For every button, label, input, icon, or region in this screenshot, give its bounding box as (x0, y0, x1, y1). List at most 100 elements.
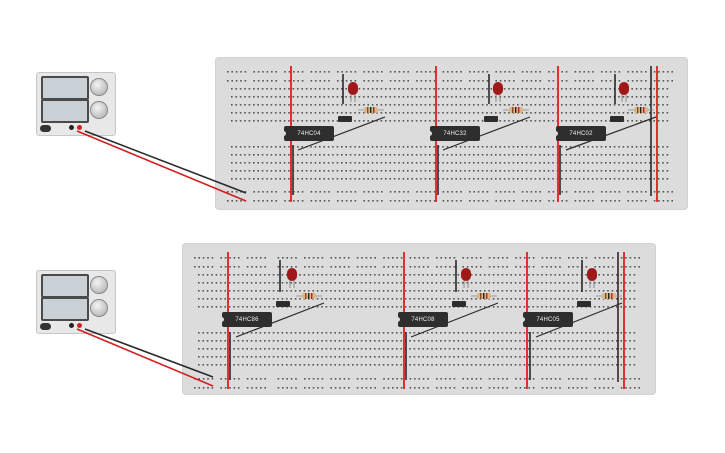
breadboard-hole (255, 282, 257, 284)
breadboard-hole (499, 146, 501, 148)
breadboard-hole (332, 178, 334, 180)
breadboard-hole (455, 96, 457, 98)
breadboard-hole (464, 104, 466, 106)
rail-hole (253, 200, 255, 202)
breadboard-hole (552, 170, 554, 172)
breadboard-hole (224, 282, 226, 284)
breadboard-hole (657, 88, 660, 90)
power-supply-2[interactable] (36, 270, 116, 334)
breadboard-hole (305, 88, 308, 90)
rail-hole (348, 257, 350, 259)
rail-hole (550, 257, 552, 259)
breadboard-hole (255, 356, 257, 358)
rail-hole (319, 191, 321, 193)
ic-chip[interactable]: 74HC04 (282, 126, 334, 141)
voltage-knob-icon[interactable] (90, 78, 108, 96)
current-display (41, 297, 89, 321)
terminal-negative-icon[interactable] (69, 323, 74, 328)
rail-hole (418, 387, 420, 389)
breadboard-hole (367, 120, 369, 122)
breadboard-hole (503, 120, 506, 122)
breadboard-hole (534, 170, 537, 172)
breadboard-hole (495, 154, 497, 156)
voltage-knob-icon[interactable] (90, 276, 108, 294)
rail-hole (455, 191, 458, 193)
breadboard-hole (437, 104, 440, 106)
breadboard-hole (539, 104, 541, 106)
breadboard-hole (624, 332, 627, 334)
breadboard-hole (382, 282, 385, 284)
rail-hole (521, 71, 524, 73)
current-knob-icon[interactable] (90, 101, 108, 119)
breadboard-hole (666, 120, 669, 122)
breadboard-hole (528, 348, 530, 350)
ic-chip[interactable]: 74HC05 (521, 312, 573, 327)
breadboard-hole (512, 178, 515, 180)
signal-wire (535, 302, 623, 338)
breadboard-hole (312, 340, 314, 342)
rail-hole (546, 257, 548, 259)
breadboard-hole (314, 154, 317, 156)
terminal-negative-icon[interactable] (69, 125, 74, 130)
ic-chip[interactable]: 74HC02 (554, 126, 606, 141)
breadboard-hole (611, 274, 614, 276)
rail-hole (444, 387, 447, 389)
breadboard-hole (539, 96, 541, 98)
chip-notch-icon (554, 131, 558, 136)
ic-chip[interactable]: 74HC08 (396, 312, 448, 327)
breadboard-hole (319, 154, 321, 156)
breadboard-hole (464, 112, 466, 114)
breadboard-hole (382, 306, 385, 308)
breadboard-hole (446, 162, 449, 164)
breadboard-hole (299, 332, 301, 334)
signal-wire (565, 116, 657, 151)
breadboard-hole (525, 170, 528, 172)
breadboard-hole (398, 96, 400, 98)
terminal-positive-icon[interactable] (77, 125, 82, 130)
breadboard-hole (547, 104, 550, 106)
rail-hole (398, 200, 401, 202)
breadboard-hole (294, 306, 297, 308)
breadboard-hole (266, 120, 268, 122)
breadboard-hole (484, 290, 486, 292)
breadboard-hole (422, 282, 424, 284)
breadboard-hole (257, 162, 259, 164)
terminal-positive-icon[interactable] (77, 323, 82, 328)
rail-hole (407, 80, 409, 82)
breadboard-hole (305, 120, 308, 122)
breadboard-hole (316, 340, 319, 342)
ic-chip[interactable]: 74HC32 (428, 126, 480, 141)
breadboard-hole (519, 348, 521, 350)
breadboard-hole (367, 162, 369, 164)
breadboard-hole (288, 120, 290, 122)
breadboard-hole (602, 356, 605, 358)
breadboard-hole (308, 340, 310, 342)
breadboard-hole (211, 282, 213, 284)
rail-hole (444, 266, 447, 268)
breadboard-hole (490, 178, 493, 180)
power-supply-1[interactable] (36, 72, 116, 136)
breadboard-hole (572, 356, 574, 358)
breadboard-hole (455, 146, 457, 148)
rail-hole (321, 387, 324, 389)
current-knob-icon[interactable] (90, 299, 108, 317)
breadboard-hole (585, 348, 587, 350)
breadboard-hole (653, 104, 655, 106)
rail-hole (227, 71, 229, 73)
rail-hole (605, 80, 607, 82)
rail-hole (671, 200, 673, 202)
power-switch-icon[interactable] (40, 125, 51, 132)
rail-hole (629, 378, 632, 380)
breadboard-hole (547, 88, 550, 90)
breadboard-hole (206, 332, 209, 334)
rail-hole (370, 378, 372, 380)
power-switch-icon[interactable] (40, 323, 51, 330)
rail-hole (572, 378, 574, 380)
ic-chip[interactable]: 74HC86 (220, 312, 272, 327)
breadboard-hole (338, 364, 341, 366)
breadboard-hole (596, 178, 598, 180)
breadboard-hole (622, 170, 625, 172)
rail-hole (601, 191, 603, 193)
breadboard-hole (391, 332, 394, 334)
breadboard-hole (396, 274, 398, 276)
